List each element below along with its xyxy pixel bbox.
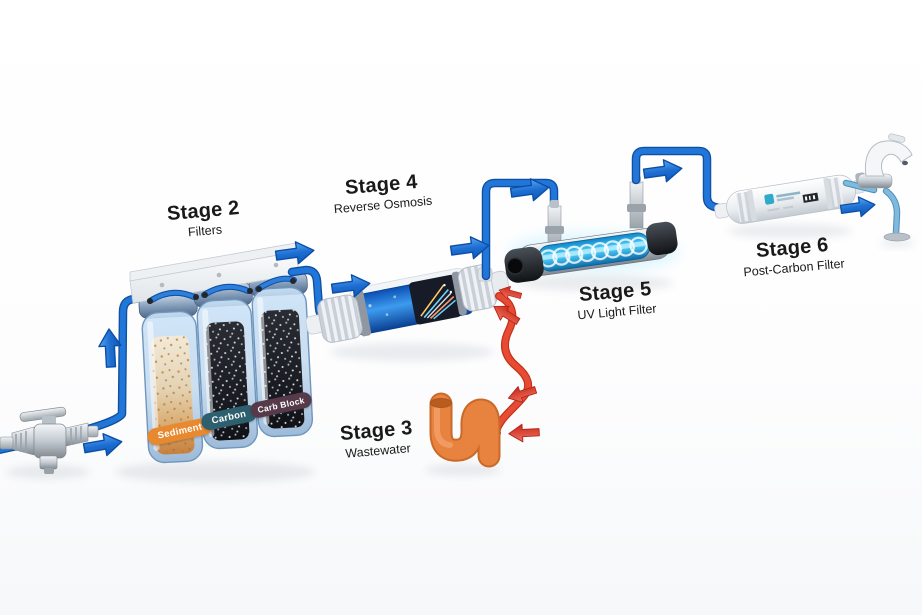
drain-trap <box>429 392 501 468</box>
flow-arrow <box>509 178 550 202</box>
post-carbon-filter <box>714 172 867 224</box>
pipe-ro-to-uv <box>477 178 559 282</box>
uv-inlet-tube <box>545 200 564 251</box>
floor-shadows <box>6 224 914 483</box>
flow-arrow <box>82 433 123 457</box>
uv-body <box>504 221 678 283</box>
flow-arrow <box>839 196 876 218</box>
flow-arrows <box>82 159 876 457</box>
filter-head-tubing <box>147 275 297 304</box>
waste-line <box>492 292 533 437</box>
waste-arrow <box>508 423 540 443</box>
faucet <box>842 133 913 242</box>
brand-mark <box>764 191 819 212</box>
waste-arrow <box>493 305 521 325</box>
flow-arrow <box>642 159 683 183</box>
flow-arrow <box>449 236 490 260</box>
flow-arrow <box>330 274 371 298</box>
flow-arrow <box>98 328 122 368</box>
waste-arrow <box>498 285 523 300</box>
flow-arrow <box>274 241 315 265</box>
pipe-uv-to-postcarbon <box>631 146 730 215</box>
waste-arrow <box>507 386 538 403</box>
waste-arrows <box>493 285 540 443</box>
ro-membrane <box>305 264 510 343</box>
inlet-valve <box>0 406 99 474</box>
